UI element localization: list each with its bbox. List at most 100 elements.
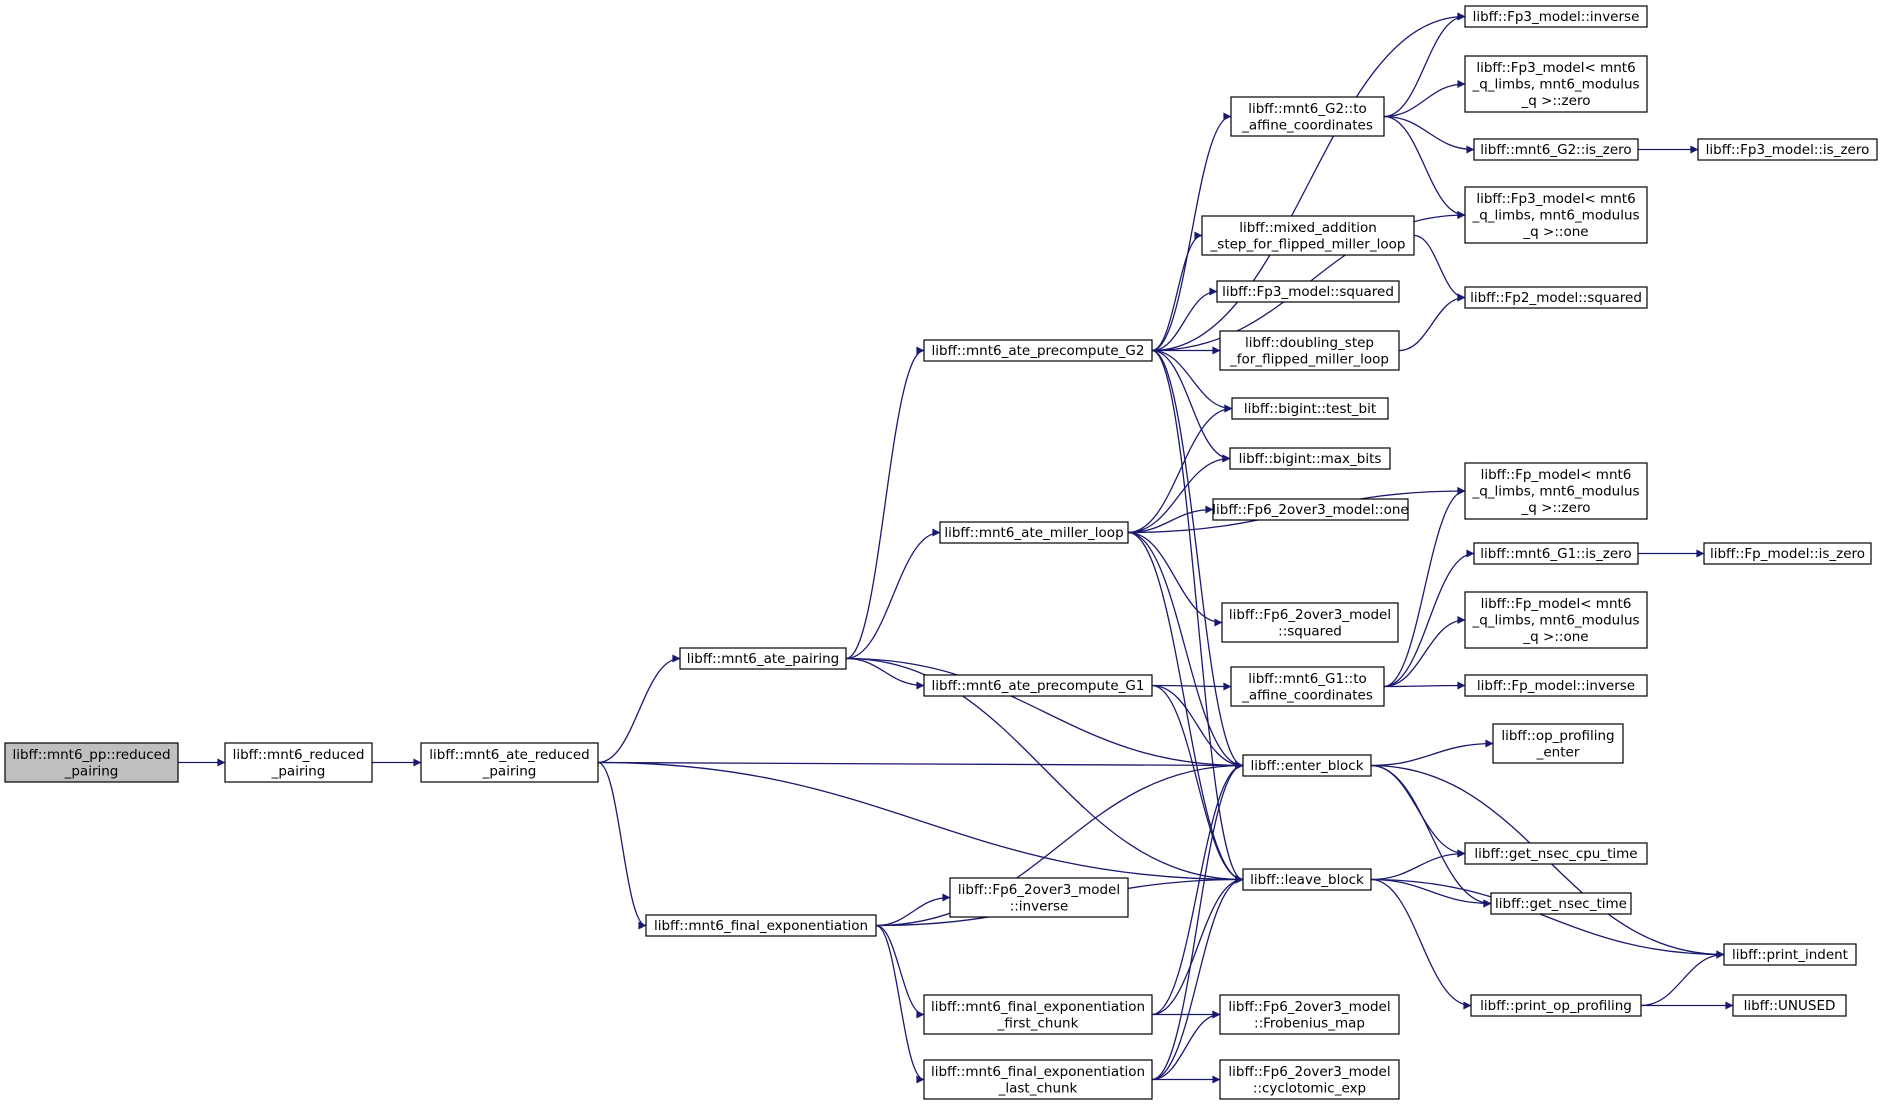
node-fpzero[interactable]: libff::Fp_model< mnt6_q_limbs, mnt6_modu… — [1464, 462, 1648, 520]
edge-g1aff-to-fpzero — [1383, 487, 1466, 688]
node-label-line: libff::mnt6_G2::is_zero — [1480, 142, 1631, 158]
edge-felc-to-enter — [1151, 761, 1244, 1081]
node-fpone[interactable]: libff::Fp_model< mnt6_q_limbs, mnt6_modu… — [1464, 591, 1648, 649]
edge-ap-to-pg2 — [845, 346, 925, 660]
node-tbit[interactable]: libff::bigint::test_bit — [1231, 397, 1389, 420]
node-g1isz[interactable]: libff::mnt6_G1::is_zero — [1473, 542, 1639, 565]
node-pop[interactable]: libff::print_op_profiling — [1470, 994, 1642, 1017]
node-ap[interactable]: libff::mnt6_ate_pairing — [679, 647, 847, 670]
edge-g1aff-to-g1isz — [1383, 549, 1475, 688]
node-arp[interactable]: libff::mnt6_ate_reduced_pairing — [420, 742, 599, 783]
node-felc[interactable]: libff::mnt6_final_exponentiation_last_ch… — [923, 1059, 1153, 1100]
edge-arp-to-leave — [597, 761, 1244, 884]
node-label-line: _affine_coordinates — [1241, 687, 1373, 703]
edge-fefc-to-leave — [1151, 875, 1244, 1016]
node-box — [939, 521, 1129, 544]
node-cyc[interactable]: libff::Fp6_2over3_model::cyclotomic_exp — [1219, 1059, 1400, 1100]
node-box — [1464, 842, 1648, 865]
edge-enter-to-nsec — [1370, 764, 1492, 908]
node-mbits[interactable]: libff::bigint::max_bits — [1229, 447, 1391, 470]
edge-arp-to-ap — [597, 654, 681, 764]
node-box — [1697, 138, 1878, 161]
node-label-line: ::squared — [1278, 623, 1342, 639]
node-label-line: libff::mnt6_reduced — [233, 747, 365, 763]
node-fefc[interactable]: libff::mnt6_final_exponentiation_first_c… — [923, 994, 1153, 1035]
node-fpinv[interactable]: libff::Fp_model::inverse — [1464, 674, 1648, 697]
edge-pg2-to-tbit — [1151, 349, 1233, 413]
node-box — [1732, 994, 1847, 1017]
node-fp3one[interactable]: libff::Fp3_model< mnt6_q_limbs, mnt6_mod… — [1464, 186, 1648, 244]
edge-fefc-to-enter — [1151, 761, 1244, 1016]
node-fp3inv[interactable]: libff::Fp3_model::inverse — [1464, 5, 1648, 28]
edge-fe-to-enter — [875, 761, 1244, 927]
node-box — [1231, 397, 1389, 420]
node-label-line: libff::Fp_model::is_zero — [1710, 546, 1865, 562]
node-nsec[interactable]: libff::get_nsec_time — [1490, 892, 1632, 915]
node-box — [1212, 498, 1409, 521]
node-fp3zero[interactable]: libff::Fp3_model< mnt6_q_limbs, mnt6_mod… — [1464, 55, 1648, 113]
node-pg1[interactable]: libff::mnt6_ate_precompute_G1 — [923, 674, 1153, 697]
edge-arp-to-fe — [597, 761, 647, 930]
edge-fe-to-fe6inv — [875, 893, 951, 927]
edge-leave-to-indent — [1370, 878, 1725, 959]
node-label-line: libff::get_nsec_cpu_time — [1474, 846, 1637, 862]
node-label-line: libff::mnt6_ate_precompute_G2 — [932, 343, 1145, 359]
node-label-line: libff::Fp6_2over3_model — [1228, 1064, 1390, 1080]
node-g2isz[interactable]: libff::mnt6_G2::is_zero — [1473, 138, 1639, 161]
node-label-line: libff::mnt6_ate_pairing — [687, 651, 839, 667]
edge-g1aff-to-fpone — [1383, 616, 1466, 688]
node-fe6inv[interactable]: libff::Fp6_2over3_model::inverse — [949, 877, 1129, 918]
node-root[interactable]: libff::mnt6_pp::reduced_pairing — [4, 742, 179, 783]
node-box — [1723, 943, 1857, 966]
node-madd[interactable]: libff::mixed_addition_step_for_flipped_m… — [1201, 215, 1415, 256]
node-box — [1464, 591, 1648, 649]
node-label-line: ::Frobenius_map — [1254, 1015, 1365, 1031]
node-label-line: libff::Fp3_model< mnt6 — [1476, 191, 1635, 207]
node-box — [1473, 138, 1639, 161]
node-leave[interactable]: libff::leave_block — [1242, 868, 1372, 891]
node-label-line: libff::Fp3_model::inverse — [1473, 9, 1640, 25]
node-fe[interactable]: libff::mnt6_final_exponentiation — [645, 914, 877, 937]
node-unused[interactable]: libff::UNUSED — [1732, 994, 1847, 1017]
node-rp[interactable]: libff::mnt6_reduced_pairing — [224, 742, 373, 783]
node-box — [1464, 462, 1648, 520]
node-fpisz[interactable]: libff::Fp_model::is_zero — [1703, 542, 1872, 565]
node-box — [1201, 215, 1415, 256]
node-fp3isz[interactable]: libff::Fp3_model::is_zero — [1697, 138, 1878, 161]
node-label-line: _q >::one — [1522, 224, 1588, 240]
node-box — [1464, 186, 1648, 244]
edge-madd-to-fp2sq — [1413, 234, 1466, 302]
node-fp2sq[interactable]: libff::Fp2_model::squared — [1464, 286, 1648, 309]
node-label-line: libff::bigint::max_bits — [1239, 451, 1382, 467]
node-cpu[interactable]: libff::get_nsec_cpu_time — [1464, 842, 1648, 865]
node-box — [224, 742, 373, 783]
node-fp6one[interactable]: libff::Fp6_2over3_model::one — [1212, 498, 1409, 521]
edge-ap-to-ml — [845, 528, 941, 660]
node-pg2[interactable]: libff::mnt6_ate_precompute_G2 — [923, 339, 1153, 362]
node-indent[interactable]: libff::print_indent — [1723, 943, 1857, 966]
node-ope[interactable]: libff::op_profiling_enter — [1492, 723, 1624, 764]
node-enter[interactable]: libff::enter_block — [1242, 754, 1372, 777]
edge-pg2-to-leave — [1151, 349, 1244, 884]
node-frob[interactable]: libff::Fp6_2over3_model::Frobenius_map — [1219, 994, 1400, 1035]
edge-leave-to-pop — [1370, 878, 1472, 1010]
edge-g2aff-to-fp3zero — [1383, 80, 1466, 118]
node-label-line: libff::mnt6_G1::is_zero — [1480, 546, 1631, 562]
node-box — [923, 1059, 1153, 1100]
node-label-line: libff::mnt6_pp::reduced — [12, 747, 170, 763]
edge-ml-to-enter — [1127, 531, 1244, 770]
node-label-line: libff::print_indent — [1732, 947, 1848, 963]
node-label-line: libff::enter_block — [1250, 758, 1363, 774]
node-ml[interactable]: libff::mnt6_ate_miller_loop — [939, 521, 1129, 544]
node-label-line: libff::mnt6_final_exponentiation — [654, 918, 868, 934]
node-g2aff[interactable]: libff::mnt6_G2::to_affine_coordinates — [1230, 96, 1385, 137]
node-fp3sq[interactable]: libff::Fp3_model::squared — [1216, 280, 1400, 303]
node-fp6sq[interactable]: libff::Fp6_2over3_model::squared — [1221, 602, 1399, 643]
node-box — [1464, 674, 1648, 697]
node-box — [645, 914, 877, 937]
node-dbl[interactable]: libff::doubling_step_for_flipped_miller_… — [1219, 330, 1400, 371]
node-label-line: libff::Fp3_model< mnt6 — [1476, 60, 1635, 76]
edge-dbl-to-fp2sq — [1398, 293, 1466, 352]
node-g1aff[interactable]: libff::mnt6_G1::to_affine_coordinates — [1230, 666, 1385, 707]
node-box — [679, 647, 847, 670]
